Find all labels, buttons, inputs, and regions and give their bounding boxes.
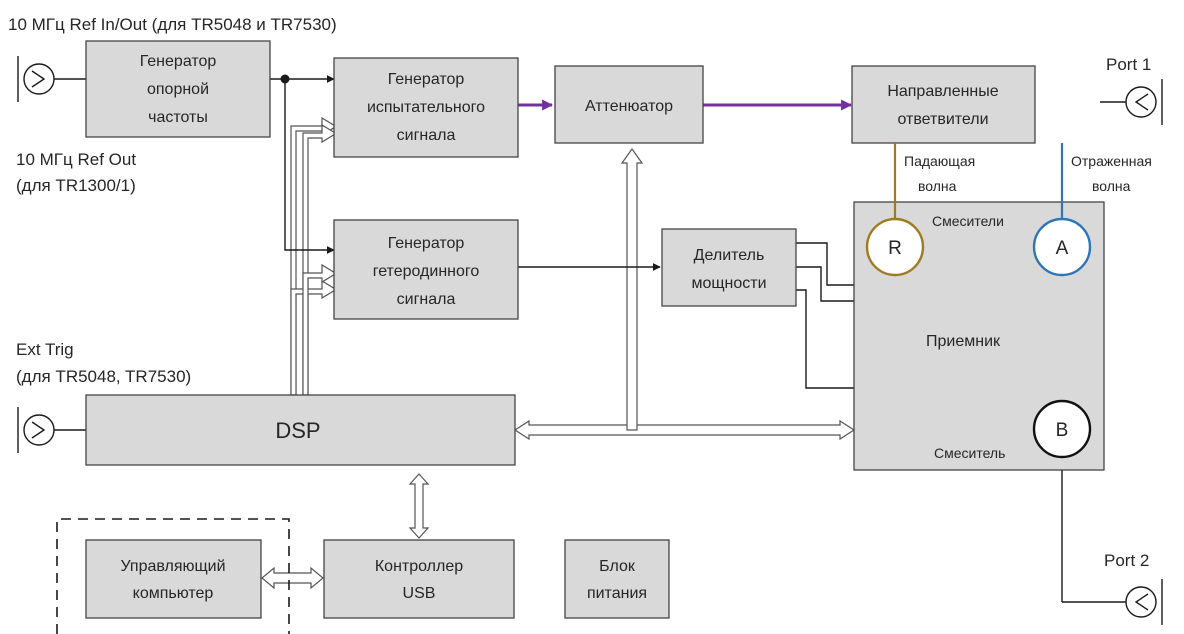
svg-text:Направленные: Направленные — [887, 83, 998, 100]
svg-text:Делитель: Делитель — [694, 247, 765, 264]
svg-text:R: R — [888, 238, 902, 259]
svg-text:Управляющий: Управляющий — [120, 558, 225, 575]
bus-lines — [261, 116, 856, 590]
svg-text:компьютер: компьютер — [133, 585, 214, 602]
svg-text:сигнала: сигнала — [397, 127, 456, 144]
ext-trig-connector-icon — [17, 407, 86, 453]
port1-connector-icon — [1100, 79, 1163, 125]
svg-text:Контроллер: Контроллер — [375, 558, 463, 575]
svg-text:Аттенюатор: Аттенюатор — [585, 98, 673, 115]
mixer-a: A — [1032, 217, 1092, 277]
port2-label: Port 2 — [1104, 551, 1149, 570]
ref-connector-icon — [17, 56, 86, 102]
svg-text:испытательного: испытательного — [367, 99, 485, 116]
ref-out-label: 10 МГц Ref Out — [16, 150, 136, 169]
bus-to-lo-gen — [290, 279, 338, 396]
svg-text:ответвители: ответвители — [897, 111, 988, 128]
svg-text:USB: USB — [403, 585, 436, 602]
ext-trig-models-label: (для TR5048, TR7530) — [16, 367, 191, 386]
port2-connector-icon — [1062, 579, 1163, 625]
bus-pc-usb — [261, 566, 324, 590]
reflected-wave-label: Отраженная — [1071, 153, 1152, 169]
bus-dsp-usb — [408, 473, 430, 539]
mixers-label: Смесители — [932, 213, 1004, 229]
svg-text:Генератор: Генератор — [140, 53, 217, 70]
attenuator-block: Аттенюатор — [554, 65, 704, 144]
ref-out-models-label: (для TR1300/1) — [16, 176, 136, 195]
port1-label: Port 1 — [1106, 55, 1151, 74]
lo-generator-block: Генератор гетеродинного сигнала — [333, 219, 519, 320]
svg-text:мощности: мощности — [691, 275, 766, 292]
dsp-block: DSP — [85, 394, 516, 466]
directional-couplers-block: Направленные ответвители — [851, 65, 1036, 144]
svg-text:Генератор: Генератор — [388, 71, 465, 88]
svg-text:сигнала: сигнала — [397, 291, 456, 308]
svg-text:A: A — [1056, 238, 1069, 259]
incident-wave-label: Падающая — [904, 153, 975, 169]
power-divider-block: Делитель мощности — [661, 228, 797, 307]
svg-text:питания: питания — [587, 585, 647, 602]
svg-text:частоты: частоты — [148, 109, 208, 126]
reflected-wave-label-2: волна — [1092, 178, 1131, 194]
svg-text:B: B — [1056, 420, 1069, 441]
mixer-b: B — [1032, 399, 1092, 459]
reference-generator-block: Генератор опорной частоты — [85, 40, 271, 138]
control-pc-block: Управляющий компьютер — [85, 539, 262, 619]
test-signal-generator-block: Генератор испытательного сигнала — [333, 57, 519, 158]
svg-text:Блок: Блок — [599, 558, 636, 575]
bus-to-attenuator — [620, 147, 644, 431]
usb-controller-block: Контроллер USB — [323, 539, 515, 619]
bus-dsp-receiver — [513, 419, 856, 441]
svg-text:DSP: DSP — [275, 418, 320, 443]
external-pc-boundary — [56, 518, 290, 634]
svg-text:гетеродинного: гетеродинного — [373, 263, 480, 280]
mixer-r: R — [865, 217, 925, 277]
mixer-label: Смеситель — [934, 445, 1005, 461]
receiver-label: Приемник — [926, 333, 1001, 350]
incident-wave-label-2: волна — [918, 178, 957, 194]
svg-text:Генератор: Генератор — [388, 235, 465, 252]
svg-text:опорной: опорной — [147, 81, 209, 98]
ref-inout-label: 10 МГц Ref In/Out (для TR5048 и TR7530) — [8, 15, 337, 34]
power-supply-block: Блок питания — [564, 539, 670, 619]
ext-trig-label: Ext Trig — [16, 340, 74, 359]
